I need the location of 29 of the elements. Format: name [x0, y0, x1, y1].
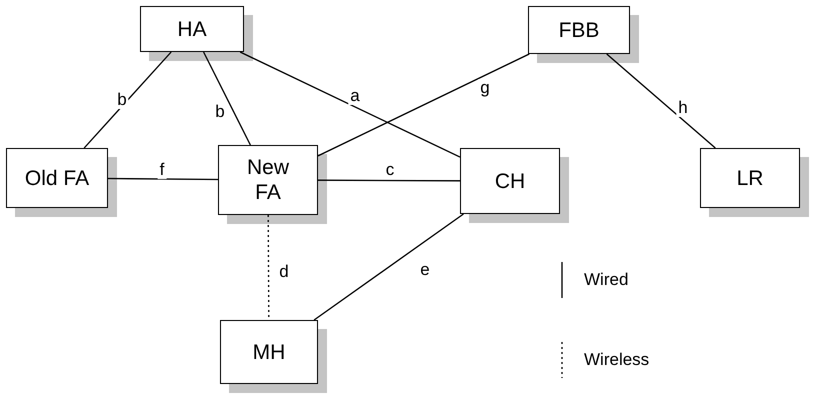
node-box	[528, 6, 630, 54]
connector-line	[108, 178, 218, 180]
node-box	[140, 6, 244, 52]
node-label: CH	[494, 168, 526, 194]
connector-line	[314, 213, 464, 321]
node-box	[220, 320, 318, 384]
connector-line	[203, 52, 251, 146]
node-box	[6, 148, 108, 208]
edge-label: b	[115, 91, 129, 109]
node-label: LR	[736, 166, 764, 190]
connector-line	[268, 215, 270, 320]
legend-label: Wired	[584, 269, 628, 292]
node-label: Old FA	[24, 166, 90, 190]
connector-line	[318, 53, 530, 156]
node-box	[218, 145, 318, 215]
edge-label: g	[478, 79, 492, 97]
connector-line	[240, 51, 460, 158]
node-box	[700, 148, 800, 208]
legend-label: Wireless	[584, 349, 650, 372]
node-label: New FA	[246, 155, 290, 205]
edge-label: f	[158, 161, 166, 179]
connector-line	[318, 180, 460, 182]
node-box	[460, 148, 560, 214]
connector-line	[84, 52, 172, 148]
node-label: MH	[252, 340, 286, 364]
node-label: FBB	[558, 18, 600, 42]
edge-label: h	[676, 99, 690, 117]
node-label: HA	[177, 16, 207, 42]
connector-line	[606, 54, 716, 148]
